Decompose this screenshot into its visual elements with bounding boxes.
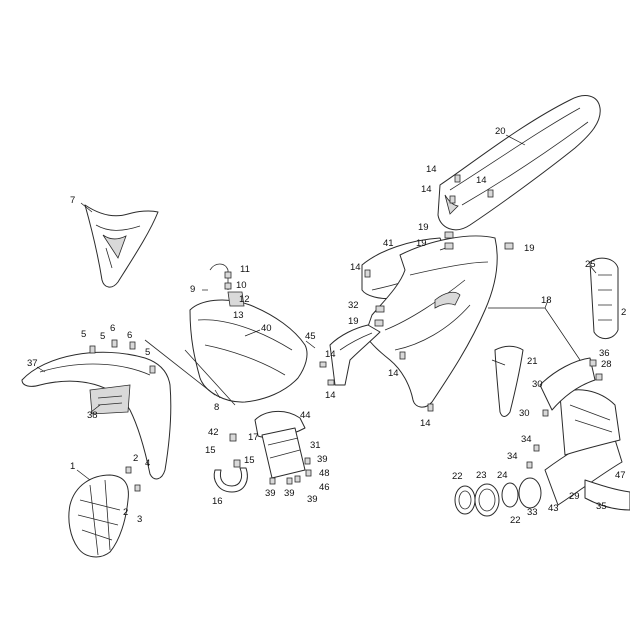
fasteners <box>89 174 603 492</box>
callout-6: 6 <box>127 330 132 341</box>
callout-40: 40 <box>261 323 272 334</box>
callout-42: 42 <box>208 427 219 438</box>
callout-14: 14 <box>325 390 336 401</box>
callout-35: 35 <box>596 501 607 512</box>
callout-2: 2 <box>621 307 626 318</box>
callout-22: 22 <box>452 471 463 482</box>
callout-44: 44 <box>300 410 311 421</box>
headlight-mask <box>84 204 159 288</box>
callout-14: 14 <box>476 175 487 186</box>
callout-14: 14 <box>388 368 399 379</box>
callout-14: 14 <box>420 418 431 429</box>
fuel-tank <box>189 263 308 403</box>
callout-43: 43 <box>548 503 559 514</box>
callout-47: 47 <box>615 470 626 481</box>
callout-22: 22 <box>510 515 521 526</box>
fuel-pump <box>254 411 306 479</box>
callout-5: 5 <box>100 331 105 342</box>
callout-21: 21 <box>527 356 538 367</box>
callout-45: 45 <box>305 331 316 342</box>
callout-39: 39 <box>317 454 328 465</box>
callout-30: 30 <box>519 408 530 419</box>
callout-46: 46 <box>319 482 330 493</box>
callout-15: 15 <box>205 445 216 456</box>
callout-labels: 20 14 14 14 7 19 41 19 19 25 14 11 10 9 … <box>27 126 626 526</box>
frame-tube <box>539 257 619 411</box>
callout-2: 2 <box>133 453 138 464</box>
callout-18: 18 <box>541 295 552 306</box>
callout-13: 13 <box>233 310 244 321</box>
callout-2: 2 <box>123 507 128 518</box>
callout-36: 36 <box>599 348 610 359</box>
callout-8: 8 <box>214 402 219 413</box>
disc-guard <box>68 474 129 558</box>
callout-39: 39 <box>307 494 318 505</box>
callout-29: 29 <box>569 491 580 502</box>
callout-19: 19 <box>418 222 429 233</box>
rear-fender <box>437 95 601 231</box>
callout-25: 25 <box>585 259 596 270</box>
chain-guard <box>494 345 524 417</box>
intake-assembly <box>454 389 630 517</box>
callout-14: 14 <box>350 262 361 273</box>
callout-14: 14 <box>421 184 432 195</box>
callout-31: 31 <box>310 440 321 451</box>
callout-23: 23 <box>476 470 487 481</box>
callout-12: 12 <box>239 294 250 305</box>
callout-28: 28 <box>601 359 612 370</box>
callout-19: 19 <box>524 243 535 254</box>
callout-1: 1 <box>70 461 75 472</box>
callout-5: 5 <box>81 329 86 340</box>
callout-3: 3 <box>137 514 142 525</box>
front-fender <box>21 351 172 480</box>
callout-9: 9 <box>190 284 195 295</box>
callout-6: 6 <box>110 323 115 334</box>
callout-24: 24 <box>497 470 508 481</box>
callout-7: 7 <box>70 195 75 206</box>
callout-17: 17 <box>248 432 259 443</box>
callout-15: 15 <box>244 455 255 466</box>
fuel-hose <box>213 467 248 493</box>
callout-39: 39 <box>284 488 295 499</box>
callout-37: 37 <box>27 358 38 369</box>
callout-34: 34 <box>521 434 532 445</box>
leader-lines <box>36 134 597 481</box>
callout-11: 11 <box>240 264 250 275</box>
callout-20: 20 <box>495 126 506 137</box>
callout-32: 32 <box>348 300 359 311</box>
callout-14: 14 <box>325 349 336 360</box>
callout-19: 19 <box>416 238 427 249</box>
callout-39: 39 <box>265 488 276 499</box>
callout-48: 48 <box>319 468 330 479</box>
callout-41: 41 <box>383 238 394 249</box>
callout-33: 33 <box>527 507 538 518</box>
callout-34: 34 <box>507 451 518 462</box>
callout-30: 30 <box>532 379 543 390</box>
number-plate-bracket <box>329 324 381 386</box>
callout-19: 19 <box>348 316 359 327</box>
callout-10: 10 <box>236 280 247 291</box>
callout-4: 4 <box>145 458 150 469</box>
callout-38: 38 <box>87 410 98 421</box>
callout-5: 5 <box>145 347 150 358</box>
callout-16: 16 <box>212 496 223 507</box>
callout-14: 14 <box>426 164 437 175</box>
